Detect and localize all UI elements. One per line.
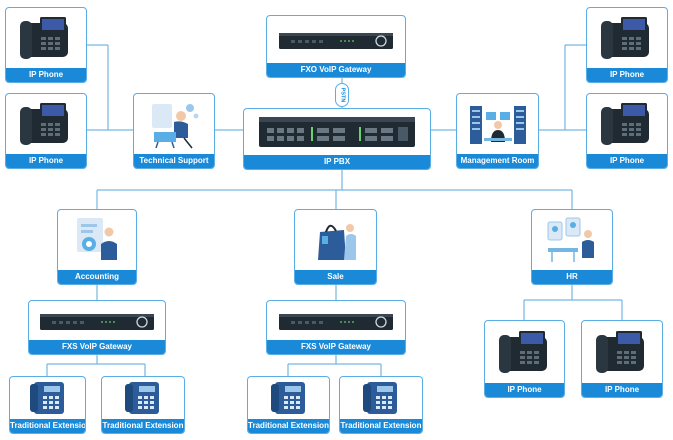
- node-label: IP Phone: [582, 383, 662, 397]
- traditional-extension-node-2[interactable]: Traditional Extension: [101, 376, 185, 434]
- shopping-bag-icon: [295, 210, 376, 270]
- node-label: Traditional Extension: [248, 419, 329, 433]
- node-label: FXS VoIP Gateway: [267, 340, 405, 354]
- ip-phone-icon: [6, 94, 86, 154]
- desk-phone-icon: [340, 377, 422, 419]
- ip-pbx-device-icon: [244, 109, 430, 155]
- node-label: IP PBX: [244, 155, 430, 169]
- accounting-node[interactable]: Accounting: [57, 209, 137, 285]
- gateway-device-icon: [267, 16, 405, 63]
- traditional-extension-node-4[interactable]: Traditional Extension: [339, 376, 423, 434]
- node-label: Traditional Extension: [340, 419, 422, 433]
- node-label: IP Phone: [485, 383, 564, 397]
- node-label: FXO VoIP Gateway: [267, 63, 405, 77]
- ip-phone-node-top-right[interactable]: IP Phone: [586, 7, 668, 83]
- node-label: FXS VoIP Gateway: [29, 340, 165, 354]
- ip-phone-node-hr-right[interactable]: IP Phone: [581, 320, 663, 398]
- desk-phone-icon: [10, 377, 85, 419]
- traditional-extension-node-3[interactable]: Traditional Extension: [247, 376, 330, 434]
- technical-support-node[interactable]: Technical Support: [133, 93, 215, 169]
- fxs-gateway-node-sale[interactable]: FXS VoIP Gateway: [266, 300, 406, 355]
- accounting-icon: [58, 210, 136, 270]
- node-label: IP Phone: [6, 154, 86, 168]
- server-room-icon: [457, 94, 538, 154]
- management-room-node[interactable]: Management Room: [456, 93, 539, 169]
- ip-phone-icon: [587, 94, 667, 154]
- node-label: IP Phone: [587, 154, 667, 168]
- pstn-badge: PSTN: [335, 83, 349, 107]
- fxo-gateway-node[interactable]: FXO VoIP Gateway: [266, 15, 406, 78]
- hr-node[interactable]: HR: [531, 209, 613, 285]
- node-label: IP Phone: [6, 68, 86, 82]
- ip-pbx-node[interactable]: IP PBX: [243, 108, 431, 170]
- ip-phone-node-hr-left[interactable]: IP Phone: [484, 320, 565, 398]
- ip-phone-node-mid-left[interactable]: IP Phone: [5, 93, 87, 169]
- ip-phone-node-mid-right[interactable]: IP Phone: [586, 93, 668, 169]
- node-label: Technical Support: [134, 154, 214, 168]
- ip-phone-icon: [582, 321, 662, 383]
- sale-node[interactable]: Sale: [294, 209, 377, 285]
- support-agent-icon: [134, 94, 214, 154]
- desk-phone-icon: [102, 377, 184, 419]
- ip-phone-node-top-left[interactable]: IP Phone: [5, 7, 87, 83]
- ip-phone-icon: [6, 8, 86, 68]
- node-label: Sale: [295, 270, 376, 284]
- node-label: Traditional Extension: [10, 419, 85, 433]
- hr-icon: [532, 210, 612, 270]
- traditional-extension-node-1[interactable]: Traditional Extension: [9, 376, 86, 434]
- node-label: Management Room: [457, 154, 538, 168]
- node-label: HR: [532, 270, 612, 284]
- node-label: Traditional Extension: [102, 419, 184, 433]
- desk-phone-icon: [248, 377, 329, 419]
- gateway-device-icon: [267, 301, 405, 340]
- fxs-gateway-node-accounting[interactable]: FXS VoIP Gateway: [28, 300, 166, 355]
- node-label: Accounting: [58, 270, 136, 284]
- ip-phone-icon: [485, 321, 564, 383]
- ip-phone-icon: [587, 8, 667, 68]
- gateway-device-icon: [29, 301, 165, 340]
- node-label: IP Phone: [587, 68, 667, 82]
